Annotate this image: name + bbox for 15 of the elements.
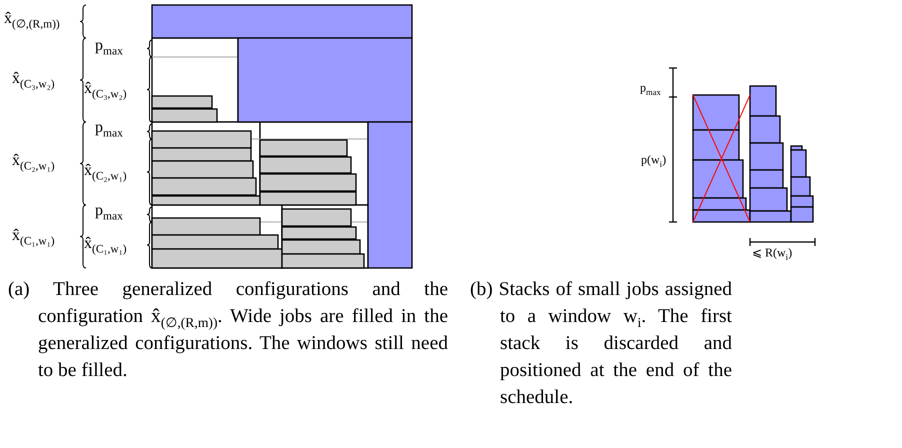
math-label: p(w$_{i}$) bbox=[641, 153, 666, 169]
math-label: p$_{max}$ bbox=[95, 38, 123, 58]
math-label: x̂$_{(C₂,w₁)}$ bbox=[12, 153, 55, 173]
subfigure-caption: (a) Three generalized configurations and the configuration x̂$_{(∅,(R,m))}$. Wide jobs are filled in the generalized configurations. The windows still need to be filled. bbox=[8, 278, 448, 383]
math-label: x̂$_{(C₁,w₁)}$ bbox=[84, 236, 127, 256]
math-label: ⩽ R(w$_{i}$) bbox=[752, 246, 792, 262]
math-label: x̂$_{(C₃,w₂)}$ bbox=[84, 81, 127, 101]
math-label: p$_{max}$ bbox=[640, 81, 661, 97]
math-label: p$_{max}$ bbox=[95, 120, 123, 140]
math-label: x̂$_{(C₂,w₁)}$ bbox=[84, 163, 127, 183]
math-label: p$_{max}$ bbox=[95, 203, 123, 223]
subfigure-caption: (b) Stacks of small jobs assigned to a window w$_{i}$. The first stack is discarded and positioned at the end of the schedule. bbox=[470, 278, 732, 410]
math-label: x̂$_{(∅,(R,m))}$ bbox=[4, 11, 60, 31]
math-label: x̂$_{(C₁,w₁)}$ bbox=[12, 228, 55, 248]
math-label: x̂$_{(C₃,w₂)}$ bbox=[12, 71, 55, 91]
